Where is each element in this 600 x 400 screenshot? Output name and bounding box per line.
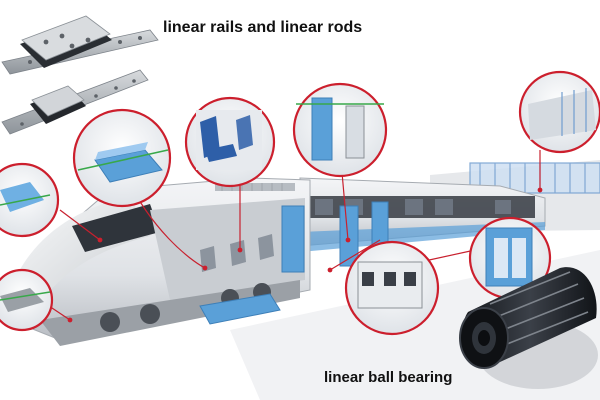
linear-guide-rail-icon — [1, 15, 159, 135]
platform-screen-door-icon — [518, 70, 600, 154]
callout-slide-unit — [72, 108, 172, 208]
train-seat-icon — [184, 96, 276, 188]
high-speed-train-icon — [9, 177, 546, 346]
linear-ball-bearing-caption: linear ball bearing — [324, 369, 453, 386]
sliding-door-icon — [292, 82, 388, 178]
callout-nose-underframe — [0, 268, 54, 332]
callout-door-mechanism — [344, 240, 440, 336]
linear-rails-caption: linear rails and linear rods — [163, 19, 363, 36]
linear-ball-bearing-icon — [459, 267, 598, 389]
callout-left-edge — [0, 162, 60, 238]
